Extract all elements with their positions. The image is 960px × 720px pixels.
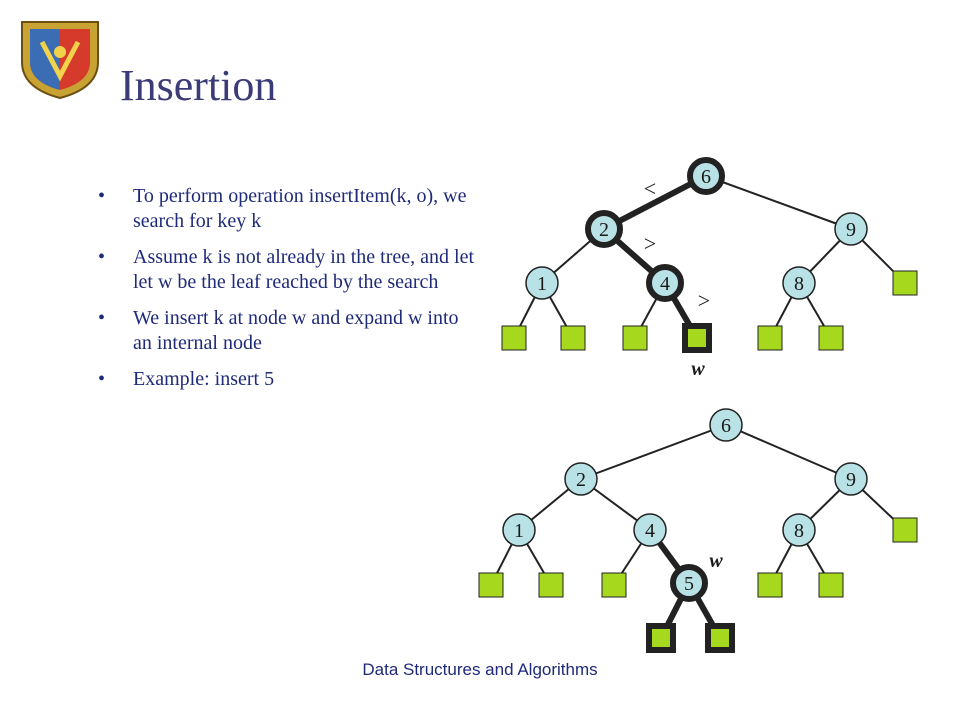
node-label: 1 <box>514 520 524 542</box>
node-label: 8 <box>794 273 804 295</box>
node-label: 4 <box>645 520 655 542</box>
node-label: 9 <box>846 469 856 491</box>
leaf-node <box>501 325 527 351</box>
node-label: 4 <box>660 273 670 295</box>
tree-node-8: 8 <box>782 513 816 547</box>
leaf-node <box>818 325 844 351</box>
new-leaf-node <box>646 623 676 653</box>
tree-node-1: 1 <box>502 513 536 547</box>
node-label: 2 <box>599 219 609 241</box>
leaf-node <box>478 572 504 598</box>
node-label: 8 <box>794 520 804 542</box>
leaf-node <box>757 572 783 598</box>
comparison-greater-than: > <box>644 231 656 256</box>
bullet-list: To perform operation insertItem(k, o), w… <box>98 184 478 403</box>
slide-title: Insertion <box>120 61 277 110</box>
comparison-greater-than: > <box>698 288 710 313</box>
leaf-w-node <box>682 323 712 353</box>
leaf-node <box>892 270 918 296</box>
tree-node-1: 1 <box>525 266 559 300</box>
bottom-tree-leaves <box>478 517 918 653</box>
tree-node-8: 8 <box>782 266 816 300</box>
node-label: 6 <box>701 166 711 188</box>
node-w-label: w <box>709 550 723 572</box>
tree-node-4: 4 <box>633 513 667 547</box>
tree-node-4: 4 <box>646 264 684 302</box>
node-label: 6 <box>721 415 731 437</box>
node-label: 1 <box>537 273 547 295</box>
bullet-item: Example: insert 5 <box>98 367 478 392</box>
leaf-node <box>601 572 627 598</box>
bullet-item: Assume k is not already in the tree, and… <box>98 245 478 295</box>
node-label: 2 <box>576 469 586 491</box>
tree-node-9: 9 <box>834 212 868 246</box>
slide-footer: Data Structures and Algorithms <box>362 660 598 679</box>
leaf-node <box>560 325 586 351</box>
leaf-node <box>622 325 648 351</box>
node-label: 5 <box>684 573 694 595</box>
tree-node-2: 2 <box>585 210 623 248</box>
top-tree: 6 2 9 1 4 8 < > > w <box>501 157 918 380</box>
tree-node-6: 6 <box>709 408 743 442</box>
tree-node-6: 6 <box>687 157 725 195</box>
bullet-item: We insert k at node w and expand w into … <box>98 306 478 356</box>
tree-node-9: 9 <box>834 462 868 496</box>
leaf-node <box>892 517 918 543</box>
tree-node-5: 5 <box>670 564 708 602</box>
institute-crest-icon <box>21 21 99 100</box>
comparison-less-than: < <box>644 176 656 201</box>
bottom-tree: 6 2 9 1 4 8 5 w <box>478 408 918 653</box>
top-tree-edges <box>513 173 906 340</box>
top-tree-leaves <box>501 270 918 353</box>
leaf-node <box>818 572 844 598</box>
bullet-item: To perform operation insertItem(k, o), w… <box>98 184 478 234</box>
leaf-node <box>538 572 564 598</box>
leaf-node <box>757 325 783 351</box>
new-leaf-node <box>705 623 735 653</box>
tree-node-2: 2 <box>564 462 598 496</box>
leaf-w-label: w <box>691 358 705 380</box>
bottom-tree-edges <box>490 424 906 640</box>
node-label: 9 <box>846 219 856 241</box>
